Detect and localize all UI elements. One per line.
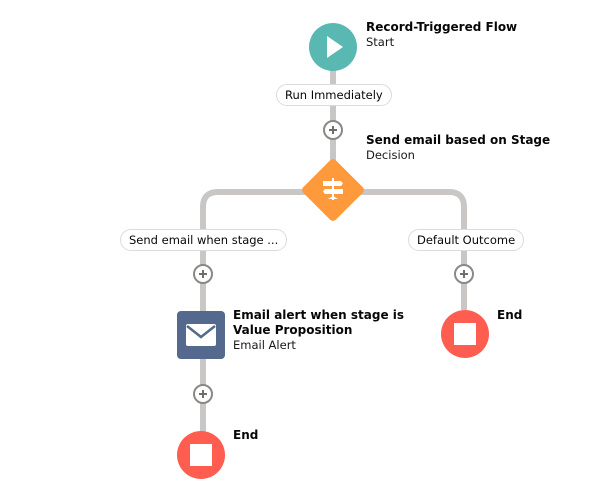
- add-element-button-after-start[interactable]: [323, 120, 343, 140]
- start-node[interactable]: [309, 23, 357, 71]
- stop-icon: [190, 444, 212, 466]
- email-alert-subtitle: Email Alert: [233, 338, 296, 352]
- start-node-title: Record-Triggered Flow: [366, 20, 518, 34]
- add-element-button-left-branch[interactable]: [193, 264, 213, 284]
- decision-node-title: Send email based on Stage: [366, 133, 551, 147]
- connector-start-to-run: [330, 66, 336, 86]
- outcome-default-path[interactable]: Default Outcome: [408, 229, 525, 251]
- run-immediately-path[interactable]: Run Immediately: [276, 84, 392, 106]
- end-node-left-title: End: [233, 428, 259, 442]
- signpost-icon: [323, 178, 343, 200]
- end-node-left[interactable]: [177, 431, 225, 479]
- email-alert-title-line2: Value Proposition: [233, 323, 353, 337]
- email-alert-title-line1: Email alert when stage is: [233, 308, 405, 322]
- outcome-send-email-path[interactable]: Send email when stage ...: [120, 229, 288, 251]
- end-node-left-label: End: [233, 428, 258, 443]
- add-element-button-after-email[interactable]: [193, 384, 213, 404]
- connector-right-branch: [354, 189, 467, 232]
- email-alert-node[interactable]: [177, 311, 225, 359]
- start-node-label: Record-Triggered Flow Start: [366, 20, 517, 50]
- end-node-right[interactable]: [441, 310, 489, 358]
- end-node-right-title: End: [497, 308, 523, 322]
- email-alert-node-label: Email alert when stage is Value Proposit…: [233, 308, 404, 353]
- play-icon: [327, 36, 343, 58]
- connector-left-branch: [200, 189, 312, 232]
- stop-icon: [454, 323, 476, 345]
- envelope-icon: [186, 324, 216, 346]
- end-node-right-label: End: [497, 308, 522, 323]
- start-node-subtitle: Start: [366, 35, 395, 49]
- decision-node-label: Send email based on Stage Decision: [366, 133, 550, 163]
- decision-node-subtitle: Decision: [366, 148, 415, 162]
- add-element-button-right-branch[interactable]: [454, 264, 474, 284]
